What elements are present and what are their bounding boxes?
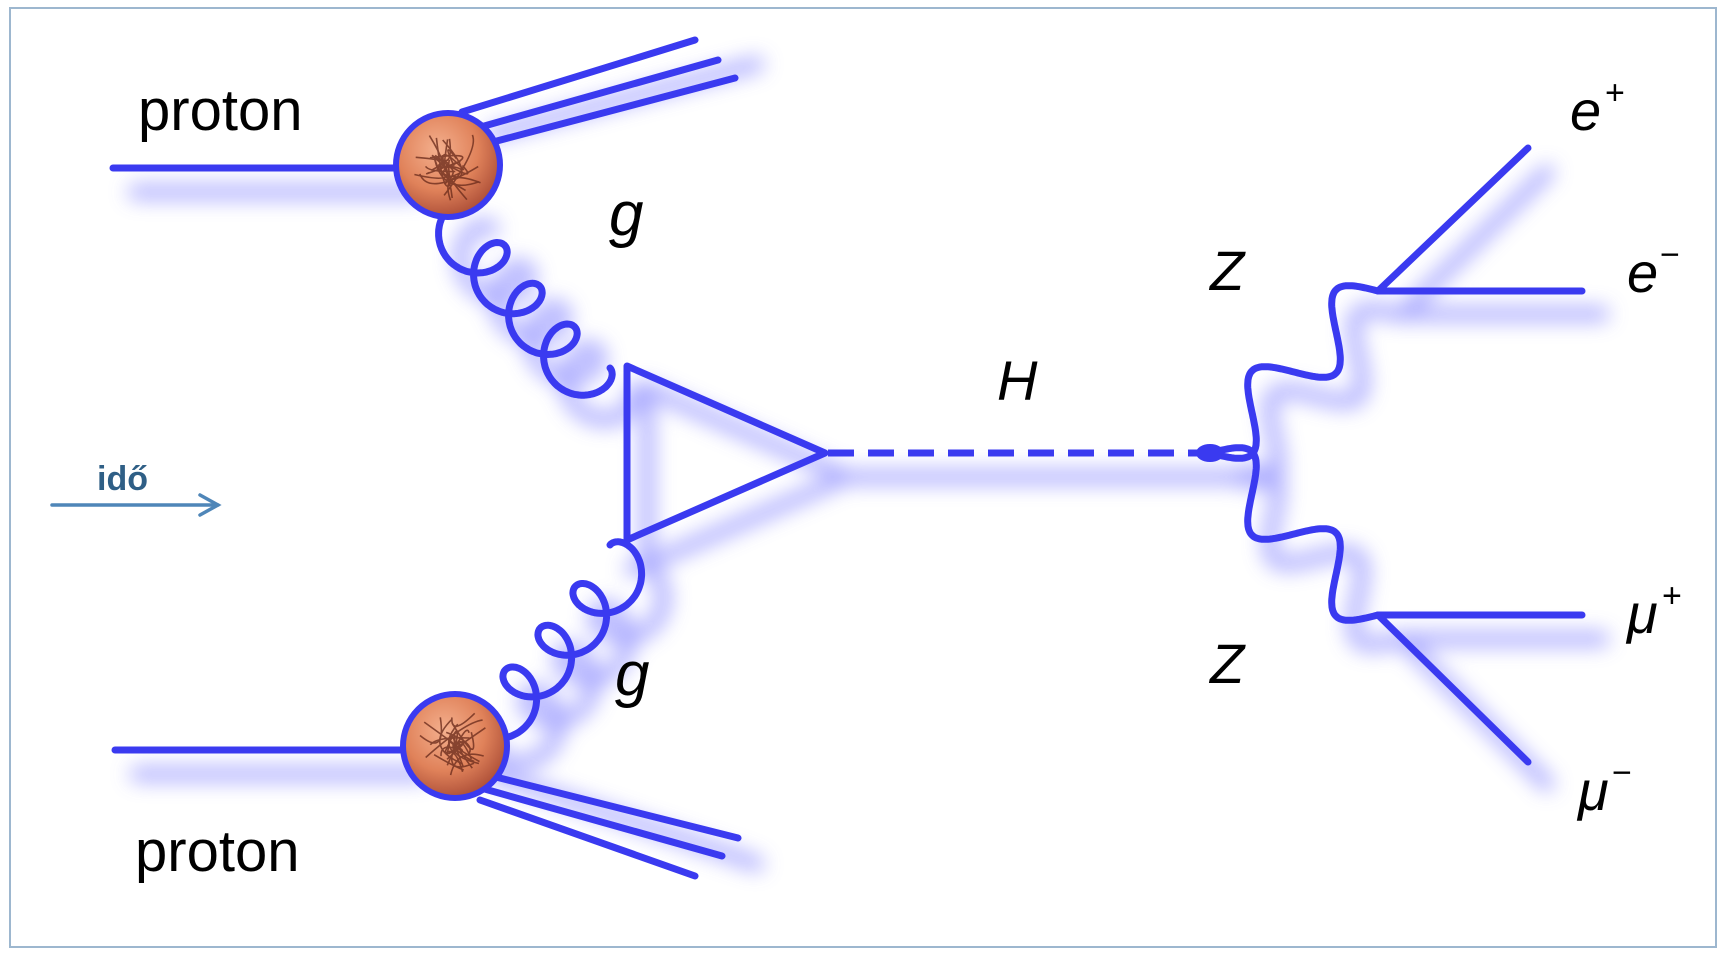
z-label-top: Z xyxy=(1208,239,1246,302)
proton-blob-top xyxy=(396,113,500,217)
gluon-label-top: g xyxy=(609,180,643,249)
svg-text:−: − xyxy=(1660,236,1680,274)
label-mu-plus: μ + xyxy=(1625,577,1682,645)
proton-blob-bottom xyxy=(403,694,507,798)
label-e-minus: e − xyxy=(1627,236,1680,304)
svg-text:+: + xyxy=(1662,577,1682,615)
svg-text:+: + xyxy=(1605,74,1625,112)
right-arrow-icon xyxy=(52,495,218,515)
svg-text:μ: μ xyxy=(1576,759,1609,822)
svg-text:μ: μ xyxy=(1625,582,1658,645)
label-mu-minus: μ − xyxy=(1576,754,1632,822)
proton-label-top: proton xyxy=(138,78,302,143)
z-label-bottom: Z xyxy=(1208,632,1246,695)
label-e-plus: e + xyxy=(1570,74,1625,142)
higgs-label: H xyxy=(997,349,1038,412)
proton-texture-strand xyxy=(449,160,450,177)
svg-text:−: − xyxy=(1612,754,1632,792)
svg-text:e: e xyxy=(1627,241,1658,304)
gluon-label-bottom: g xyxy=(615,640,649,709)
proton-label-bottom: proton xyxy=(135,819,299,884)
higgs-decay-vertex xyxy=(1196,444,1224,462)
time-label: idő xyxy=(97,460,148,498)
svg-text:e: e xyxy=(1570,79,1601,142)
glow-gluon-top xyxy=(461,226,635,419)
glow-layer xyxy=(135,64,1602,864)
